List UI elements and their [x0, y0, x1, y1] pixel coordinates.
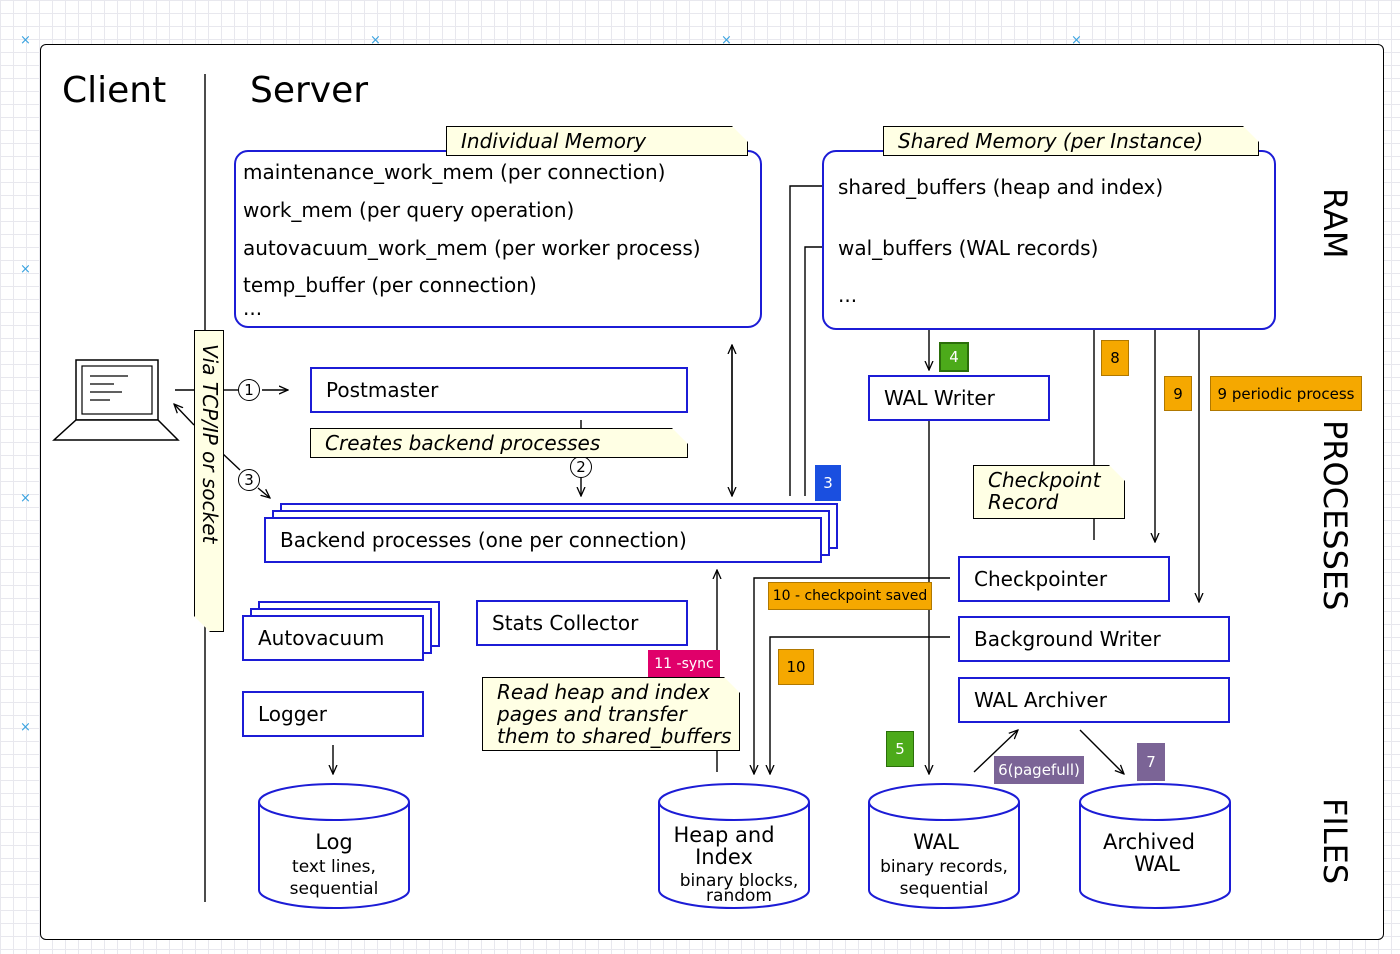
memory-item: temp_buffer (per connection) — [243, 273, 537, 297]
step-1-marker: 1 — [238, 379, 260, 401]
guide-marker: × — [20, 720, 31, 735]
background-writer-box: Background Writer — [958, 616, 1230, 662]
read-heap-line: pages and transfer — [497, 702, 687, 726]
individual-memory-title: Individual Memory — [446, 126, 748, 156]
badge-9-periodic: 9 periodic process — [1210, 376, 1362, 411]
wal-file-desc: sequential — [899, 879, 989, 899]
log-file-title: Log — [315, 830, 353, 854]
checkpoint-record-line: Checkpoint — [988, 468, 1101, 492]
backend-processes-box: Backend processes (one per connection) — [264, 517, 822, 563]
heap-file-desc: binary blocks, — [679, 871, 799, 891]
heap-file-desc: random — [706, 886, 772, 906]
wal-file-desc: binary records, — [880, 857, 1008, 877]
heap-file-title: Heap and — [673, 823, 775, 847]
memory-item: work_mem (per query operation) — [243, 198, 575, 222]
shared-memory-item: shared_buffers (heap and index) — [838, 175, 1164, 199]
log-file-desc: text lines, — [292, 857, 376, 877]
badge-7: 7 — [1137, 743, 1165, 781]
badge-11-sync: 11 -sync — [648, 650, 720, 677]
badge-4: 4 — [939, 342, 969, 372]
checkpointer-box: Checkpointer — [958, 556, 1170, 602]
memory-item: autovacuum_work_mem (per worker process) — [243, 236, 701, 260]
shared-memory-title: Shared Memory (per Instance) — [883, 126, 1259, 156]
badge-9: 9 — [1164, 376, 1192, 411]
read-heap-line: them to shared_buffers — [497, 724, 732, 748]
badge-8: 8 — [1101, 340, 1129, 376]
archived-wal-title: WAL — [1134, 852, 1180, 876]
guide-marker: × — [20, 491, 31, 506]
logger-box: Logger — [242, 691, 424, 737]
postmaster-box: Postmaster — [310, 367, 688, 413]
laptop-icon — [52, 359, 180, 441]
stats-collector-box: Stats Collector — [476, 600, 688, 646]
checkpoint-record-line: Record — [988, 490, 1059, 514]
wal-file-title: WAL — [913, 830, 959, 854]
badge-3: 3 — [815, 465, 841, 501]
client-heading: Client — [62, 70, 167, 111]
shared-memory-item: ... — [838, 283, 858, 307]
wal-writer-box: WAL Writer — [868, 375, 1050, 421]
badge-5: 5 — [886, 731, 914, 767]
memory-item: ... — [243, 296, 263, 320]
log-file-desc: sequential — [289, 879, 379, 899]
shared-memory-item: wal_buffers (WAL records) — [838, 236, 1099, 260]
step-3-marker: 3 — [238, 469, 260, 491]
autovacuum-box: Autovacuum — [242, 615, 424, 661]
tcp-socket-note — [194, 330, 224, 632]
memory-item: maintenance_work_mem (per connection) — [243, 160, 666, 184]
badge-10-checkpoint-saved: 10 - checkpoint saved — [768, 582, 932, 610]
guide-marker: × — [721, 33, 732, 48]
creates-backend-note: Creates backend processes — [310, 428, 688, 458]
heap-file-title: Index — [695, 845, 753, 869]
guide-marker: × — [20, 262, 31, 277]
read-heap-note: Read heap and index pages and transfer t… — [482, 677, 740, 751]
badge-10: 10 — [778, 649, 814, 685]
server-heading: Server — [250, 70, 369, 111]
wal-archiver-box: WAL Archiver — [958, 677, 1230, 723]
guide-marker: × — [370, 33, 381, 48]
checkpoint-record-note: Checkpoint Record — [973, 465, 1125, 519]
read-heap-line: Read heap and index — [497, 680, 710, 704]
guide-marker: × — [20, 33, 31, 48]
archived-wal-title: Archived — [1103, 830, 1195, 854]
badge-6-pagefull: 6(pagefull) — [994, 756, 1084, 784]
guide-marker: × — [1071, 33, 1082, 48]
